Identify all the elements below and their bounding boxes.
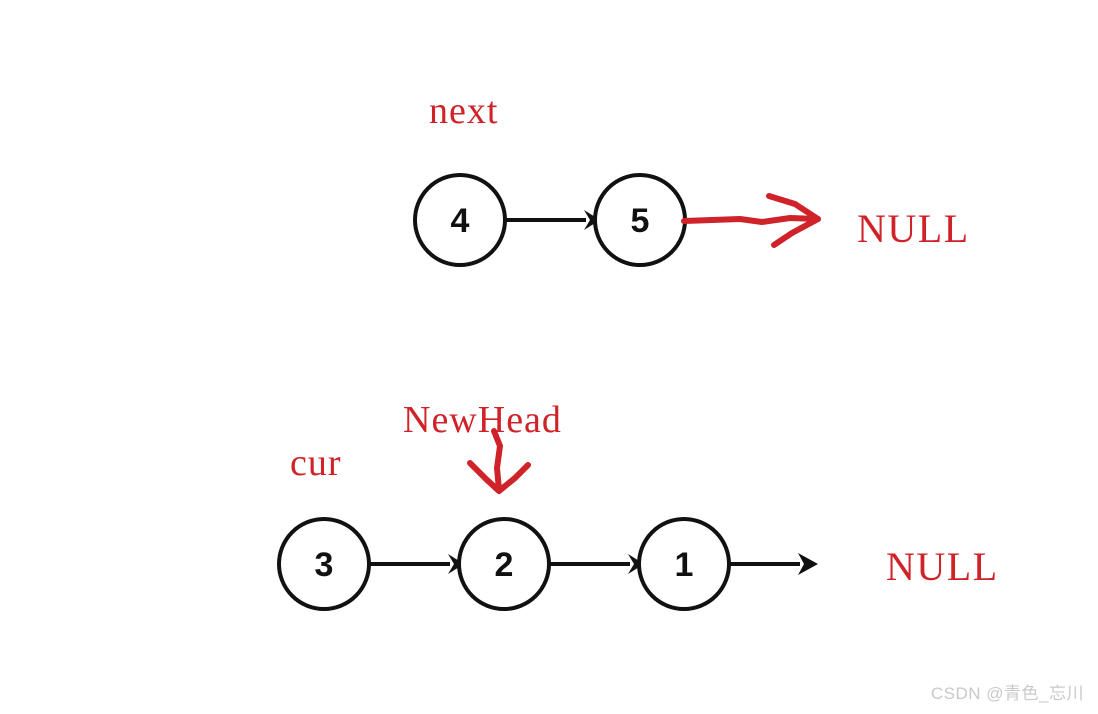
node-circle-2 [457, 517, 551, 611]
edge-4-to-5 [506, 210, 600, 230]
node-value-2: 2 [495, 546, 514, 584]
row-newhead-list: NewHead cur 3 2 [277, 399, 999, 611]
node-value-3: 3 [315, 546, 334, 584]
red-arrow-shaft [681, 215, 821, 225]
node-1: 1 [637, 517, 731, 611]
node-value-5: 5 [631, 202, 650, 240]
node-circle-1 [637, 517, 731, 611]
edge-5-to-null-red [681, 193, 821, 248]
node-3: 3 [277, 517, 371, 611]
node-value-1: 1 [675, 546, 694, 584]
node-circle-4 [413, 173, 507, 267]
edge-2-to-1 [550, 554, 644, 574]
newhead-arrow-shaft [491, 428, 503, 493]
edge-1-to-null [730, 553, 818, 575]
node-circle-3 [277, 517, 371, 611]
null-terminator-bottom: NULL [886, 544, 999, 589]
node-value-4: 4 [451, 202, 470, 240]
arrowhead-4-5 [584, 210, 600, 230]
red-arrow-head [766, 193, 821, 248]
pointer-label-next: next [429, 90, 498, 132]
edge-3-to-2 [370, 554, 464, 574]
newhead-arrow-head [467, 460, 531, 494]
pointer-label-newhead: NewHead [403, 399, 562, 441]
arrowhead-2-1 [628, 554, 644, 574]
null-terminator-top: NULL [857, 206, 970, 251]
arrowhead-3-2 [448, 554, 464, 574]
csdn-watermark: CSDN @青色_忘川 [930, 684, 1084, 703]
arrowhead-1-null [798, 553, 818, 575]
pointer-label-cur: cur [290, 442, 342, 484]
row-next-list: next 4 5 NULL [413, 90, 970, 267]
newhead-down-arrow [467, 428, 531, 494]
node-4: 4 [413, 173, 507, 267]
node-5: 5 [593, 173, 687, 267]
node-2: 2 [457, 517, 551, 611]
